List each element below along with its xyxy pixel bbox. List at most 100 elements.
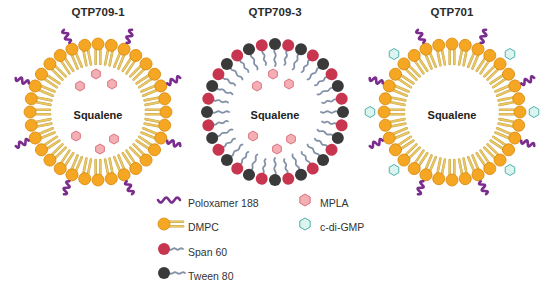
dmpc-molecule xyxy=(64,154,85,183)
poloxamer-188 xyxy=(478,180,488,195)
tween-molecule xyxy=(303,55,331,83)
hexagon-molecule xyxy=(92,69,101,79)
tween-molecule xyxy=(241,152,263,182)
span-molecule xyxy=(321,92,349,109)
dmpc-molecule xyxy=(27,78,56,99)
hexagon-molecule xyxy=(505,49,515,60)
span-molecule xyxy=(312,134,340,158)
hexagon-molecule xyxy=(110,134,119,144)
dmpc-molecule xyxy=(465,41,486,70)
nanoemulsion-droplet: QTP709-3Squalene xyxy=(180,0,370,210)
hexagon-molecule xyxy=(505,164,515,175)
span-molecule xyxy=(201,92,229,109)
formulation-title: QTP709-1 xyxy=(71,6,124,18)
dmpc-molecule xyxy=(92,38,104,64)
span-molecule xyxy=(201,115,229,132)
span-molecule xyxy=(210,66,238,90)
tween-molecule xyxy=(218,55,246,83)
legend-label: Poloxamer 188 xyxy=(188,197,259,209)
poloxamer-188 xyxy=(15,138,30,148)
poloxamer-188 xyxy=(520,138,535,148)
poloxamer-188 xyxy=(478,29,488,44)
span-molecule xyxy=(158,243,183,255)
hexagon-molecule xyxy=(76,81,85,91)
droplet-outline xyxy=(3,0,193,210)
dmpc-molecule xyxy=(78,38,95,66)
dmpc-molecule xyxy=(140,125,169,146)
hexagon-molecule xyxy=(365,107,375,118)
hexagon-molecule xyxy=(253,81,262,91)
poloxamer-188 xyxy=(166,138,181,148)
hexagon-molecule xyxy=(389,164,399,175)
dmpc-molecule xyxy=(381,78,410,99)
legend-item: c-di-GMP xyxy=(320,217,364,235)
formulation-title: QTP701 xyxy=(431,6,474,18)
nanoemulsion-droplet: QTP701Squalene xyxy=(357,0,547,210)
tween-molecule xyxy=(269,38,281,66)
dmpc-molecule xyxy=(494,125,523,146)
dmpc-molecule xyxy=(111,41,132,70)
tween-molecule xyxy=(158,267,185,279)
span-molecule xyxy=(229,149,253,177)
tween-molecule xyxy=(269,158,281,186)
hexagon-molecule xyxy=(285,79,294,89)
formulation-title: QTP709-3 xyxy=(248,6,301,18)
hexagon-molecule xyxy=(96,144,105,154)
poloxamer-188 xyxy=(369,76,384,86)
poloxamer-188 xyxy=(416,180,426,195)
poloxamer-188 xyxy=(62,180,72,195)
dmpc-molecule xyxy=(146,106,172,118)
hexagon-molecule xyxy=(249,131,258,141)
poloxamer-188 xyxy=(520,76,535,86)
legend-label: Tween 80 xyxy=(188,270,234,282)
span-molecule xyxy=(321,115,349,132)
poloxamer-188 xyxy=(166,76,181,86)
span-molecule xyxy=(278,38,295,66)
span-molecule xyxy=(278,158,295,186)
dmpc-molecule xyxy=(92,160,104,186)
core-label: Squalene xyxy=(251,109,300,121)
dmpc-molecule xyxy=(500,106,526,118)
nanoemulsion-droplet: QTP709-1Squalene xyxy=(3,0,193,210)
tween-molecule xyxy=(204,78,234,100)
core-label: Squalene xyxy=(428,109,477,121)
hexagon-molecule xyxy=(269,69,278,79)
tween-molecule xyxy=(303,140,331,168)
legend-item: Span 60 xyxy=(188,242,227,260)
dmpc-molecule xyxy=(446,160,458,186)
tween-molecule xyxy=(315,124,345,146)
poloxamer-188 xyxy=(124,180,134,195)
droplet-outline xyxy=(180,0,370,210)
legend-item: MPLA xyxy=(320,193,349,211)
tween-molecule xyxy=(321,106,349,118)
hexagon-molecule xyxy=(108,79,117,89)
legend-label: DMPC xyxy=(188,221,219,233)
hexagon-molecule xyxy=(389,49,399,60)
legend-item: Poloxamer 188 xyxy=(188,193,259,211)
poloxamer-188 xyxy=(124,29,134,44)
poloxamer-188 xyxy=(15,76,30,86)
poloxamer-188 xyxy=(158,198,180,203)
dmpc-molecule xyxy=(432,38,449,66)
legend-label: MPLA xyxy=(320,197,349,209)
hexagon-molecule xyxy=(287,134,296,144)
legend-label: c-di-GMP xyxy=(320,221,364,233)
tween-molecule xyxy=(287,41,309,71)
dmpc-molecule xyxy=(158,218,183,230)
dmpc-molecule xyxy=(24,106,50,118)
legend-item: Tween 80 xyxy=(188,266,234,284)
hexagon-molecule xyxy=(72,131,81,141)
hexagon-molecule xyxy=(273,144,282,154)
dmpc-molecule xyxy=(378,106,404,118)
legend-label: Span 60 xyxy=(188,246,227,258)
dmpc-molecule xyxy=(446,38,458,64)
span-molecule xyxy=(255,38,272,66)
hexagon-molecule xyxy=(300,218,310,230)
tween-molecule xyxy=(201,106,229,118)
span-molecule xyxy=(255,158,272,186)
legend-item: DMPC xyxy=(188,217,219,235)
poloxamer-188 xyxy=(369,138,384,148)
droplet-outline xyxy=(357,0,547,210)
poloxamer-188 xyxy=(62,29,72,44)
span-molecule xyxy=(297,47,321,75)
